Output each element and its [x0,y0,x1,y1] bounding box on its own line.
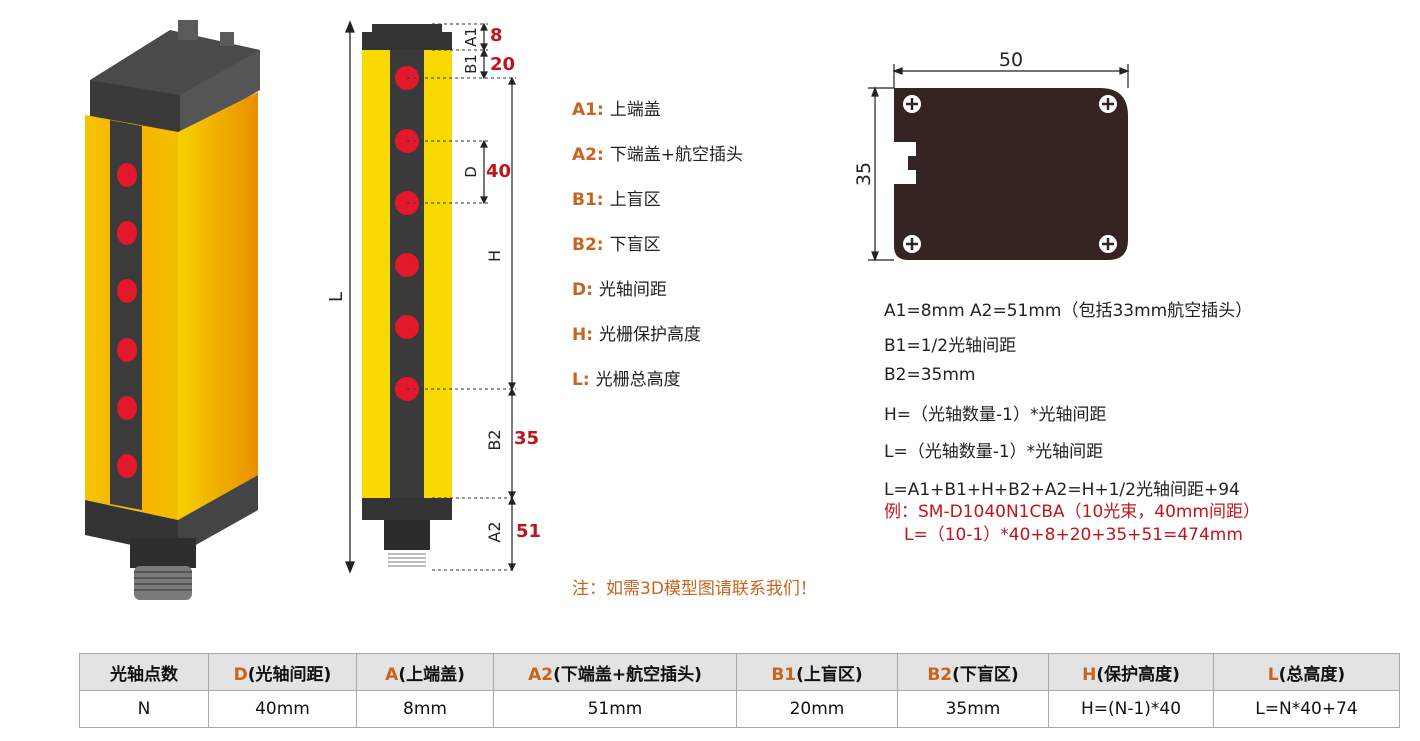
dim-label-b2: B2 [485,429,504,450]
spec-table: 光轴点数 D(光轴间距) A(上端盖) A2(下端盖+航空插头) B1(上盲区)… [79,653,1400,728]
dim-label-d: D [462,166,480,178]
front-dimension-drawing: L A1 8 [326,20,541,574]
screw-icon [903,95,921,113]
header-cell: 光轴点数 [79,653,209,691]
example-calc: L=（10-1）*40+8+20+35+51=474mm [904,525,1243,545]
formula-l: L=（光轴数量-1）*光轴间距 [884,442,1104,462]
table-cell: H=(N-1)*40 [1048,690,1214,728]
dim-value-b1: 20 [490,54,515,75]
connector-lines [388,553,426,567]
table-cell: 51mm [493,690,737,728]
dim-value-a2: 51 [516,521,541,542]
dim-width-value: 50 [999,49,1023,71]
formula-h: H=（光轴数量-1）*光轴间距 [884,405,1107,425]
dim-label-h: H [485,250,504,262]
header-cell: B2(下盲区) [897,653,1049,691]
dim-value-a1: 8 [490,25,503,46]
dim-value-b2: 35 [514,428,539,449]
header-cell: A(上端盖) [356,653,494,691]
table-header-row: 光轴点数 D(光轴间距) A(上端盖) A2(下端盖+航空插头) B1(上盲区)… [79,653,1400,691]
screw-icon [1099,95,1117,113]
example-model: 例：SM-D1040N1CBA（10光束，40mm间距） [884,502,1261,522]
table-cell: N [79,690,209,728]
legend-item: H:光栅保护高度 [572,325,702,345]
header-cell: A2(下端盖+航空插头) [493,653,737,691]
screw-icon [903,235,921,253]
dim-label-a1: A1 [462,27,480,47]
legend-item: B1:上盲区 [572,190,661,210]
table-cell: 35mm [897,690,1049,728]
dim-label-b1: B1 [462,54,480,74]
light-curtain-3d-illustration [85,20,260,600]
table-cell: 20mm [736,690,898,728]
formula-l-total: L=A1+B1+H+B2+A2=H+1/2光轴间距+94 [884,480,1240,500]
header-cell: D(光轴间距) [208,653,357,691]
top-view-drawing: 50 35 [853,49,1130,262]
dim-label-l: L [326,292,347,302]
led-column-3d [117,163,137,478]
legend-item: A1:上端盖 [572,100,661,120]
dim-height-value: 35 [853,162,875,186]
formula-b1: B1=1/2光轴间距 [884,336,1017,356]
connector-thread-lines [134,571,192,591]
table-cell: 8mm [356,690,494,728]
legend-item: D:光轴间距 [572,280,667,300]
legend-item: L:光栅总高度 [572,370,681,390]
header-cell: B1(上盲区) [736,653,898,691]
table-cell: 40mm [208,690,357,728]
dim-value-d: 40 [486,161,511,182]
header-cell: H(保护高度) [1048,653,1214,691]
formula-b2: B2=35mm [884,365,976,385]
table-row: N 40mm 8mm 51mm 20mm 35mm H=(N-1)*40 L=N… [79,690,1400,728]
contact-note: 注：如需3D模型图请联系我们！ [572,579,817,599]
legend-item: B2:下盲区 [572,235,661,255]
dim-line-l [345,20,355,574]
legend-item: A2:下端盖+航空插头 [572,145,744,165]
dim-label-a2: A2 [485,521,504,542]
screw-icon [1099,235,1117,253]
formula-a1-a2: A1=8mm A2=51mm（包括33mm航空插头） [884,301,1253,321]
header-cell: L(总高度) [1213,653,1400,691]
table-cell: L=N*40+74 [1213,690,1400,728]
